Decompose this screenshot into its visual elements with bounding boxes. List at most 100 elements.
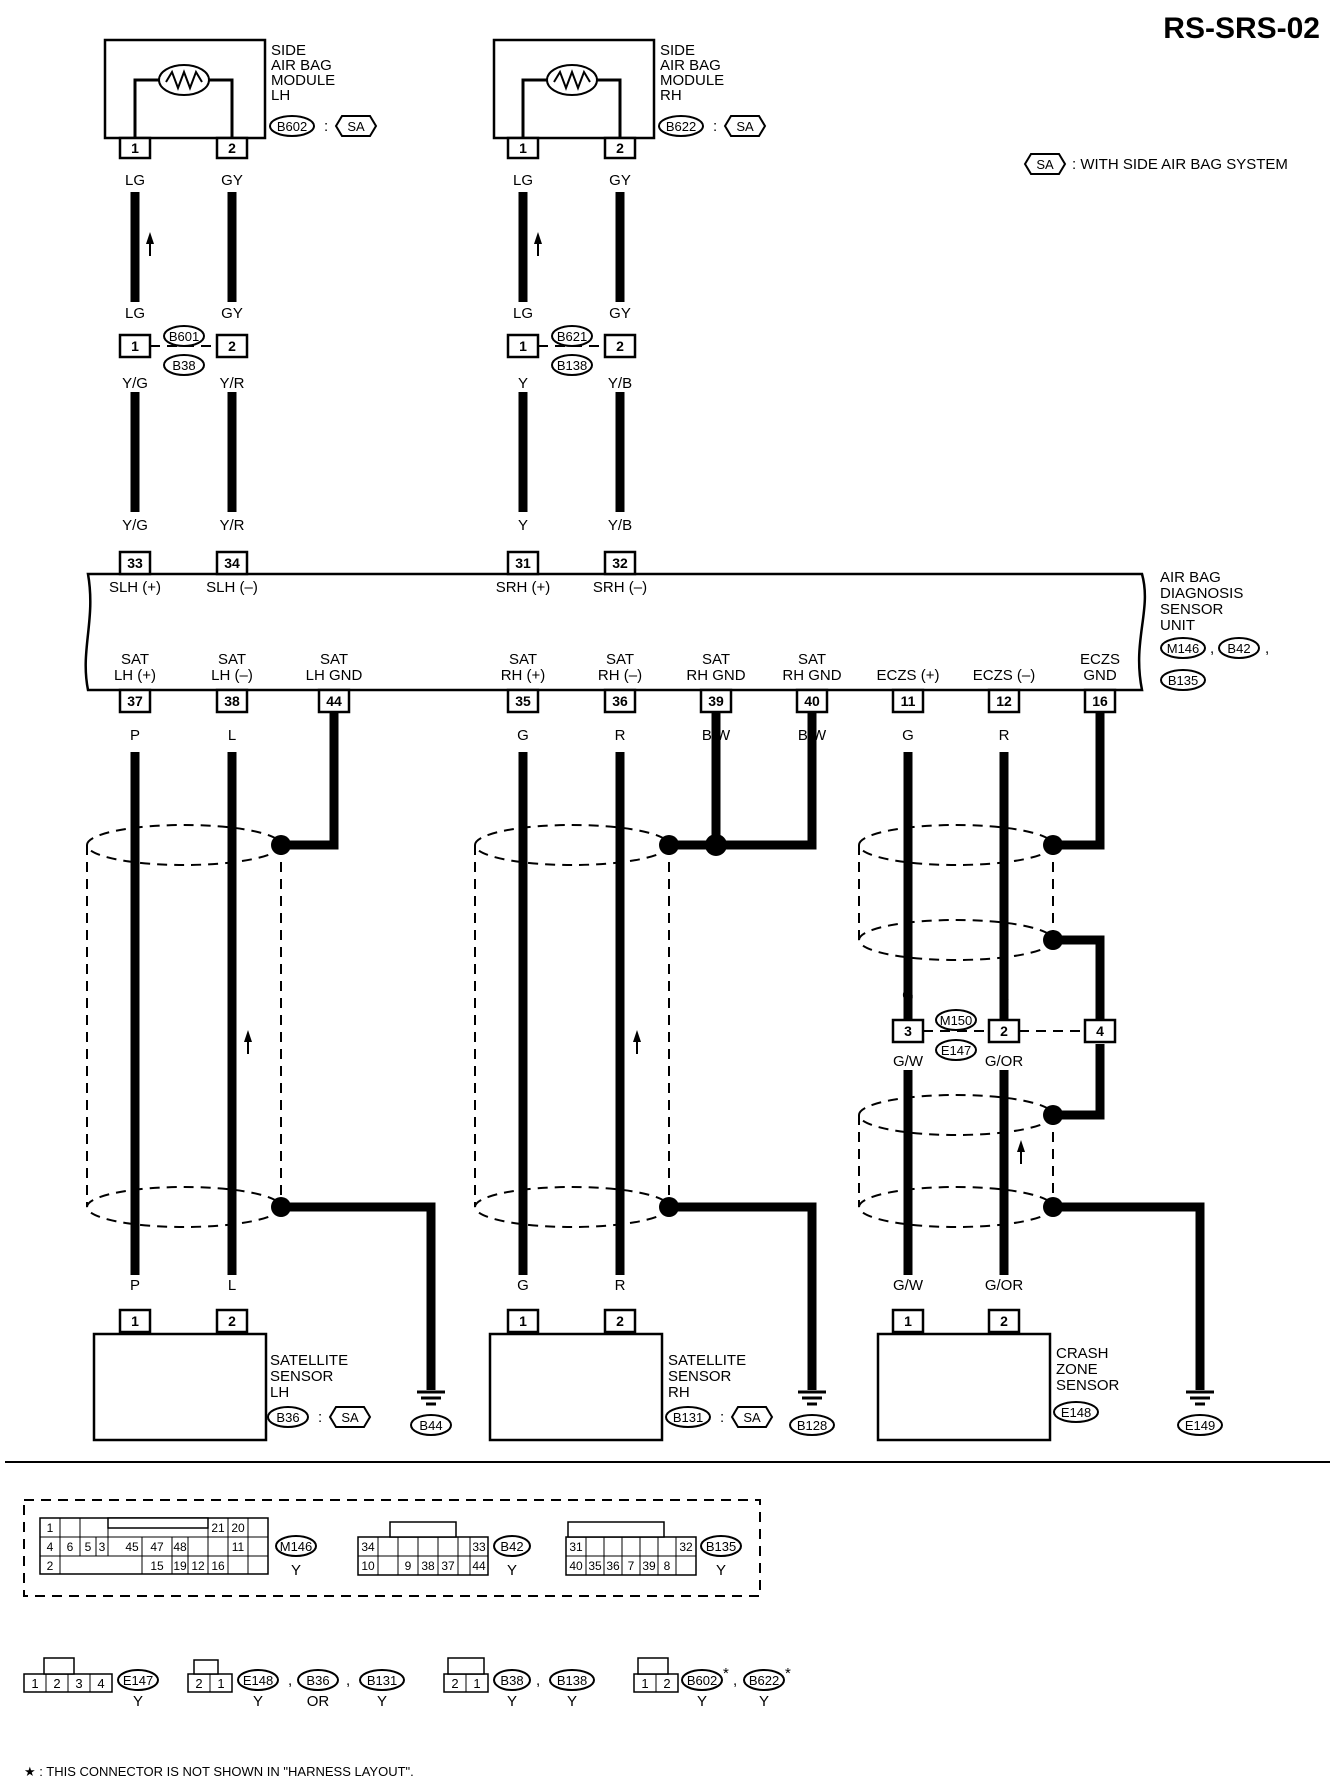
unit-label-line: DIAGNOSIS [1160,585,1243,602]
svg-text:2: 2 [663,1676,670,1691]
svg-text:38: 38 [421,1559,435,1573]
sensor-label-line: CRASH [1056,1345,1109,1362]
svg-text:21: 21 [211,1521,225,1535]
shield-bottom [858,919,1054,961]
connector-id: B138 [557,1673,587,1688]
svg-text:39: 39 [642,1559,656,1573]
module-label-line: AIR BAG [660,57,721,74]
unit-label-line: AIR BAG [1160,569,1221,586]
terminal-name: SAT [509,651,537,668]
svg-text:10: 10 [361,1559,375,1573]
wire-color: Y/G [122,375,148,392]
option-tag-shape [334,115,378,137]
pin-number: 32 [612,555,628,571]
wire-color: G [517,1277,529,1294]
satellite-rh-circuit [474,712,817,1390]
terminal-name: SRH (–) [593,579,647,596]
option-tag-shape [723,115,767,137]
svg-text:4: 4 [97,1676,104,1691]
wire-color: LG [125,305,145,322]
module-label-line: RH [660,87,682,104]
connector-color: Y [291,1562,301,1579]
ground-icon [417,1390,445,1406]
pin-box [215,550,249,576]
pin-number: 33 [127,555,143,571]
comma: , [536,1672,540,1689]
svg-text:20: 20 [231,1521,245,1535]
colon: : [720,1409,724,1426]
unit-body [84,572,1147,692]
side-air-bag-module-rh: SIDE AIR BAG MODULE RH B622 : SA [492,38,767,140]
pin-box [118,136,152,160]
connector-id-oval [1177,1414,1223,1436]
small-connector-views: 1 2 3 4 E147 Y 2 1 E148 Y , B36 OR , B13… [23,1657,791,1710]
squib-lead [133,78,160,140]
terminal-name: LH GND [306,667,363,684]
pin-box [215,688,249,714]
connector-id: E148 [243,1673,273,1688]
connector-id-oval [1160,637,1206,659]
pin-number: 44 [326,693,342,709]
terminal-name: SAT [320,651,348,668]
sensor-label-line: SENSOR [1056,1377,1120,1394]
connector-color: Y [377,1693,387,1710]
svg-text:9: 9 [405,1559,412,1573]
pin-box [118,1308,152,1334]
dashed-frame [23,1499,761,1597]
shield-bottom [858,1186,1054,1228]
connector-color: OR [307,1693,330,1710]
colon: : [318,1409,322,1426]
pin-box [891,688,925,714]
ground-icon [1186,1390,1214,1406]
wire-color: Y/B [608,375,632,392]
connector-id-oval [1160,669,1206,691]
wire-color: Y/B [608,517,632,534]
crash-zone-circuit: G R 3 2 4 M150 E147 G/W G/OR [858,712,1205,1390]
wire [1053,1044,1105,1120]
current-arrow [146,232,154,244]
wire-color: GY [221,305,243,322]
connector-id-oval [267,1406,309,1428]
pin-box [603,136,637,160]
squib-lead [596,78,622,140]
connector-id-oval [935,1039,977,1061]
wire-color: G [902,987,914,1004]
pin-number: 37 [127,693,143,709]
svg-text:32: 32 [679,1540,693,1554]
svg-text:16: 16 [211,1559,225,1573]
shield-top [858,1094,1054,1136]
svg-text:3: 3 [75,1676,82,1691]
option-tag: SA [347,119,365,134]
connector-id: M146 [1167,641,1200,656]
connector-id: B138 [557,358,587,373]
module-label-line: MODULE [271,72,335,89]
svg-text:1: 1 [47,1521,54,1535]
colon: : [324,118,328,135]
option-tag: SA [736,119,754,134]
air-bag-diagnosis-sensor-unit: AIR BAG DIAGNOSIS SENSOR UNIT M146 , B42… [84,569,1269,692]
connector-id: M150 [940,1013,973,1028]
wire [1053,712,1105,850]
svg-text:2: 2 [451,1676,458,1691]
pin-box [506,550,540,576]
connector-id-oval [410,1414,452,1436]
svg-text:2: 2 [47,1559,54,1573]
svg-text:36: 36 [606,1559,620,1573]
connector-id: E147 [123,1673,153,1688]
connector-view-b602: 1 2 B602 * , Y B622 * Y [633,1657,791,1710]
option-tag-shape [1023,153,1067,175]
terminal-name: SAT [606,651,634,668]
terminal-name: RH (+) [501,667,546,684]
connector-view-e147: 1 2 3 4 E147 Y [23,1657,159,1710]
pin-number: 11 [901,693,916,709]
pin-box [215,136,249,160]
option-tag: SA [743,1410,761,1425]
sensor-box [488,1332,664,1442]
shield-top [858,824,1054,866]
wire-color: G/W [893,1277,924,1294]
pin-box [603,688,637,714]
svg-text:15: 15 [150,1559,164,1573]
pin-number: 2 [1000,1023,1008,1039]
unit-label-line: UNIT [1160,617,1195,634]
pin-number: 1 [519,140,527,156]
